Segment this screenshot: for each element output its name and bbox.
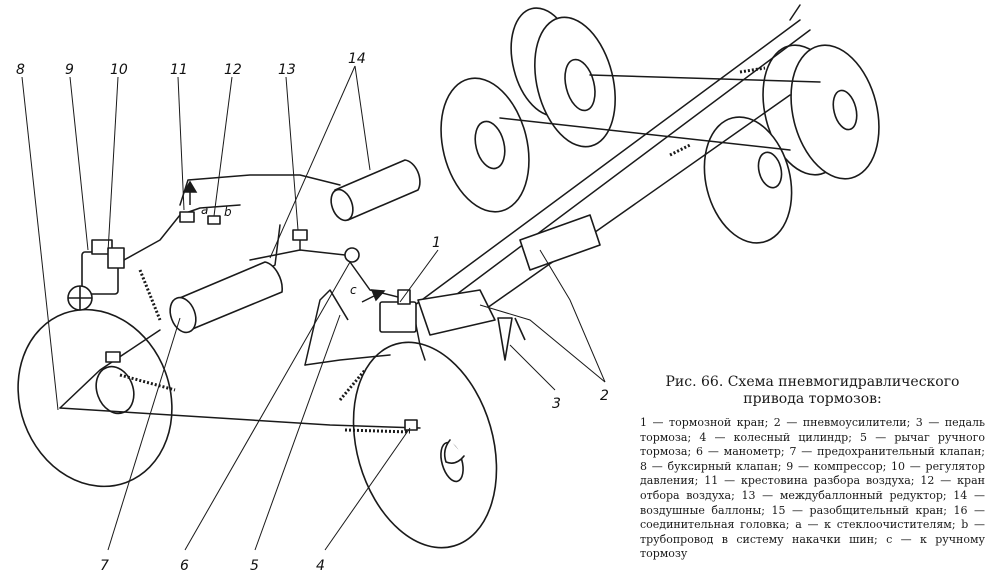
pressure-gauge (344, 247, 360, 263)
label-a: a (201, 203, 208, 217)
caption-title-line-2: привода тормозов: (743, 391, 882, 407)
middle-wheel-right (703, 116, 793, 244)
tank-reducer (292, 229, 308, 241)
label-8: 8 (16, 62, 25, 78)
pneumatic-booster-front (417, 289, 496, 336)
rear-wheel-right-near (790, 44, 880, 180)
label-7: 7 (100, 558, 109, 574)
label-b: b (224, 205, 232, 219)
handbrake-lever (329, 289, 349, 321)
front-wheel-left (17, 308, 173, 488)
air-tank-lower (169, 261, 283, 334)
figure-caption: Рис. 66. Схема пневмогидравлического при… (640, 374, 985, 562)
leader-lines (21, 65, 606, 551)
caption-title-line-1: Рис. 66. Схема пневмогидравлического (665, 374, 960, 390)
hose-front-left (119, 373, 176, 392)
middle-wheel-left (440, 77, 530, 213)
label-4: 4 (316, 558, 325, 574)
pneumatic-booster-rear (519, 214, 601, 271)
label-12: 12 (224, 62, 242, 78)
brake-valve (379, 289, 417, 333)
air-distribution-cross (179, 211, 195, 223)
rear-wheel-left-near (534, 16, 616, 148)
label-3: 3 (552, 396, 561, 412)
hose-middle-axle (669, 143, 691, 157)
label-14: 14 (348, 51, 366, 67)
hose-front-right (344, 428, 411, 434)
wheel-cylinder-front-left (105, 351, 121, 363)
label-c: c (350, 283, 357, 297)
label-2: 2 (600, 388, 609, 404)
caption-title: Рис. 66. Схема пневмогидравлического при… (640, 374, 985, 408)
label-11: 11 (170, 62, 188, 78)
label-10: 10 (110, 62, 128, 78)
air-outlet-valve (207, 215, 221, 225)
label-5: 5 (250, 558, 259, 574)
pressure-regulator (107, 247, 125, 269)
label-1: 1 (432, 235, 441, 251)
hose-rear-axle (739, 66, 766, 74)
air-tank-upper (330, 159, 421, 222)
arrow-up-icon (182, 180, 198, 205)
label-13: 13 (278, 62, 296, 78)
label-6: 6 (180, 558, 189, 574)
caption-legend: 1 — тормозной кран; 2 — пневмоусилители;… (640, 416, 985, 561)
front-wheel-right (352, 341, 498, 549)
hose-compressor (138, 269, 162, 321)
wheel-cylinder-front-right (404, 419, 418, 431)
hose-front-right-upper (338, 369, 367, 401)
arrow-right-icon (361, 289, 386, 303)
brake-pedal (497, 317, 526, 361)
label-9: 9 (65, 62, 74, 78)
